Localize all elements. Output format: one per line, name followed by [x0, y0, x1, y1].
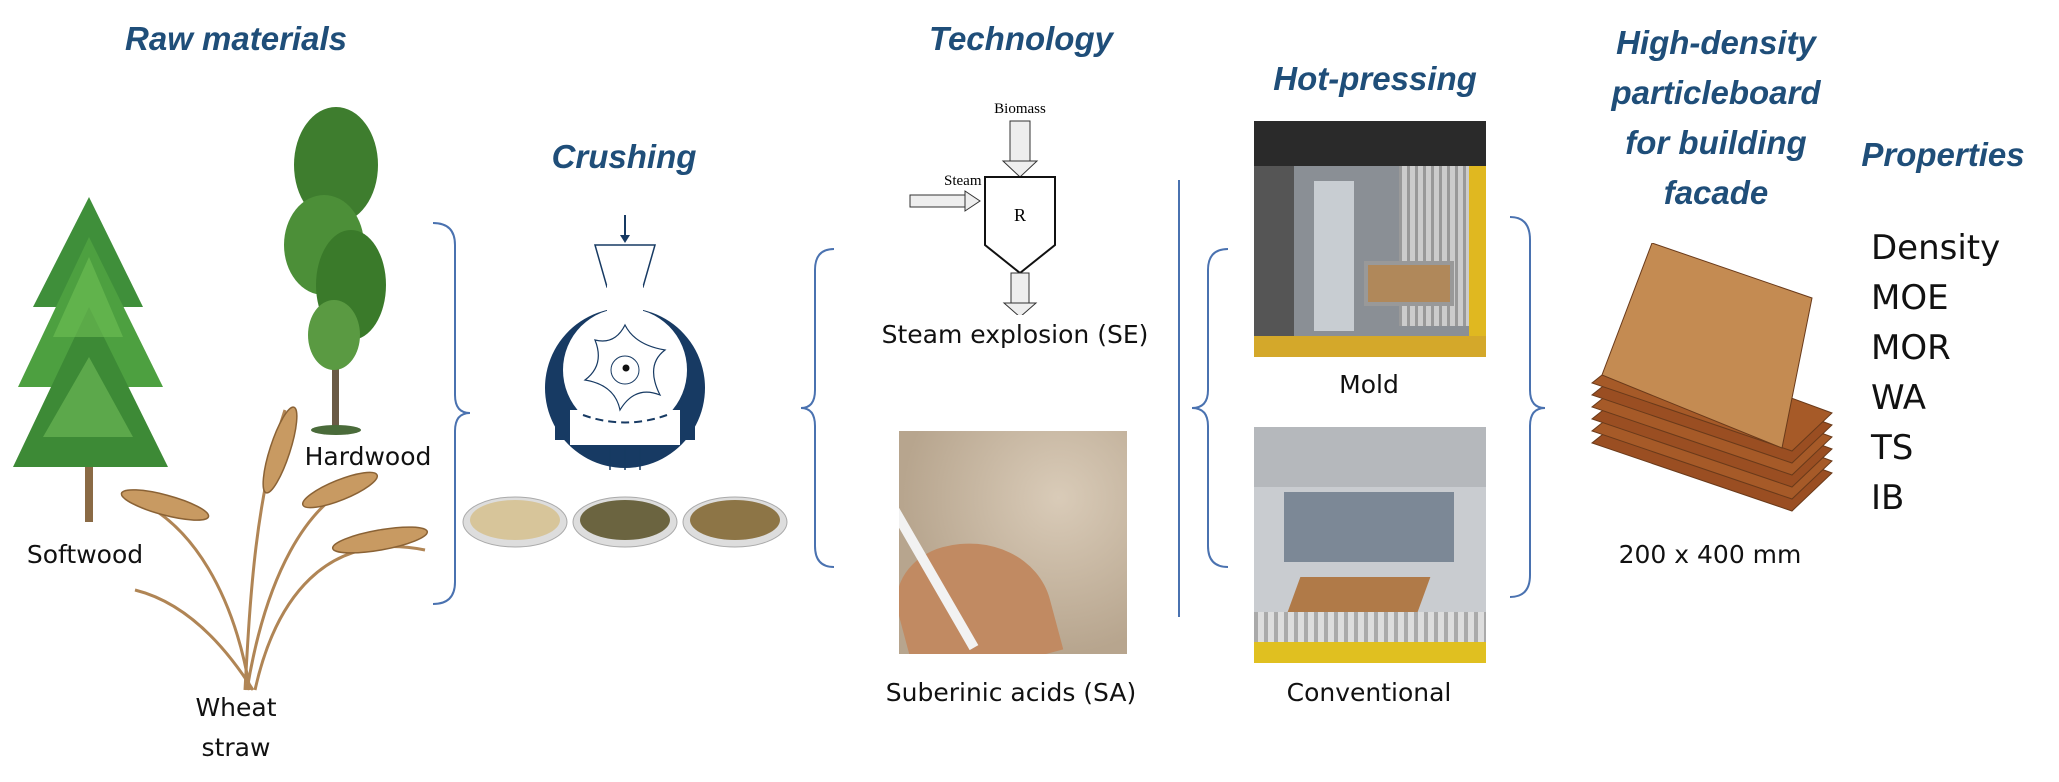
property-density: Density — [1871, 228, 2001, 268]
label-straw: straw — [201, 733, 271, 762]
property-moe: MOE — [1871, 278, 1949, 318]
right-brace-hot-pressing — [1509, 216, 1546, 598]
suberinic-acids-photo — [899, 431, 1127, 654]
heading-product-line: particleboard — [1611, 74, 1821, 111]
reactor-label: R — [1014, 205, 1026, 225]
mold-press-photo — [1254, 121, 1486, 357]
heading-product-line: facade — [1663, 174, 1769, 211]
property-mor: MOR — [1871, 328, 1951, 368]
heading-technology: Technology — [929, 20, 1113, 57]
label-wheat-straw: Wheat straw — [195, 688, 276, 768]
label-suberinic-acids: Suberinic acids (SA) — [885, 678, 1137, 707]
label-mold: Mold — [1339, 370, 1399, 399]
crusher-diagram — [545, 215, 705, 470]
hardwood-tree-image — [284, 107, 386, 435]
reactor-biomass-label: Biomass — [994, 101, 1046, 117]
left-brace-technology — [800, 248, 835, 568]
left-brace-hot-pressing — [1191, 248, 1229, 568]
conventional-press-photo — [1254, 427, 1486, 663]
heading-properties: Properties — [1861, 136, 2025, 173]
heading-product-line: for building — [1625, 124, 1807, 161]
crushed-biomass-dishes — [462, 496, 788, 548]
wheat-straw-image — [120, 406, 429, 691]
right-brace-raw-materials — [432, 222, 471, 605]
label-hardwood: Hardwood — [304, 442, 432, 471]
heading-hot-pressing: Hot-pressing — [1273, 60, 1477, 97]
heading-product: High-density particleboard for building … — [1611, 18, 1820, 218]
label-board-size: 200 x 400 mm — [1618, 540, 1802, 569]
particleboard-stack-image — [1590, 243, 1833, 512]
steam-explosion-reactor-diagram: Biomass Steam R — [909, 101, 1056, 315]
label-wheat: Wheat — [195, 693, 277, 722]
reactor-steam-label: Steam — [944, 173, 982, 189]
property-wa: WA — [1871, 378, 1927, 418]
heading-product-line: High-density — [1616, 24, 1816, 61]
label-conventional: Conventional — [1286, 678, 1452, 707]
heading-raw-materials: Raw materials — [125, 20, 347, 57]
heading-crushing: Crushing — [551, 138, 697, 175]
property-ib: IB — [1871, 478, 1905, 518]
softwood-tree-image — [13, 197, 168, 522]
property-ts: TS — [1871, 428, 1914, 468]
label-steam-explosion: Steam explosion (SE) — [881, 320, 1149, 349]
label-softwood: Softwood — [26, 540, 144, 569]
